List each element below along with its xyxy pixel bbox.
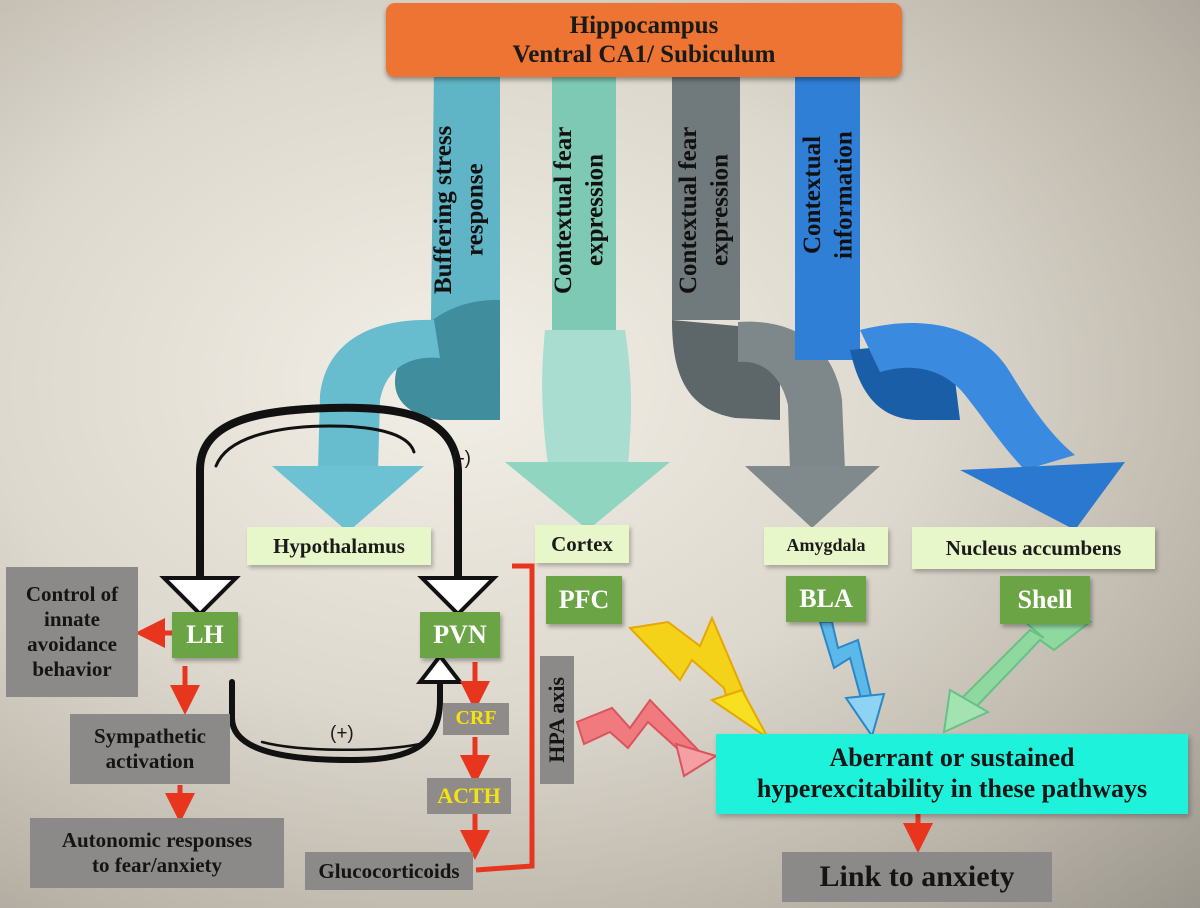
hpa-bracket [475, 563, 535, 873]
positive-feedback-label: (+) [330, 723, 354, 744]
nucleus-accumbens-box: Nucleus accumbens [912, 527, 1155, 569]
pathway-buffering-ribbon [272, 70, 500, 532]
hippocampus-box: Hippocampus Ventral CA1/ Subiculum [386, 3, 902, 77]
hypothalamus-box: Hypothalamus [247, 527, 431, 565]
negative-feedback-label: (-) [452, 448, 471, 469]
shell-box: Shell [1000, 576, 1090, 624]
control-avoidance-box: Control of innate avoidance behavior [6, 567, 138, 697]
hippocampus-subtitle: Ventral CA1/ Subiculum [512, 41, 776, 68]
pvn-box: PVN [420, 612, 500, 658]
pathway-contextual-fear-amygdala-ribbon [672, 70, 880, 528]
bla-zigzag-arrow [818, 621, 886, 739]
negative-feedback-loop [196, 403, 462, 584]
sympathetic-activation-box: Sympathetic activation [70, 714, 230, 784]
lh-box: LH [172, 612, 238, 658]
loop-arrowheads [159, 576, 499, 684]
hpa-axis-label: HPA axis [540, 656, 574, 784]
autonomic-responses-label: Autonomic responses to fear/anxiety [61, 828, 253, 877]
hpa-zigzag-arrow [575, 698, 719, 778]
aberrant-hyperexcitability-label: Aberrant or sustained hyperexcitability … [756, 743, 1148, 803]
pathway-contextual-fear-cortex-ribbon [505, 70, 670, 530]
cortex-box: Cortex [535, 525, 629, 563]
shell-zigzag-arrow [942, 621, 1093, 734]
pfc-zigzag-arrow [627, 615, 769, 739]
pathway-label-contextual-fear-cortex: Contextual fear expression [550, 126, 609, 294]
link-to-anxiety-box: Link to anxiety [782, 852, 1052, 902]
pfc-box: PFC [546, 576, 622, 624]
pathway-label-contextual-information: Contextual information [799, 131, 858, 259]
aberrant-hyperexcitability-box: Aberrant or sustained hyperexcitability … [716, 734, 1188, 814]
crf-box: CRF [443, 703, 509, 735]
sympathetic-activation-label: Sympathetic activation [94, 724, 206, 773]
glucocorticoids-box: Glucocorticoids [305, 852, 473, 890]
hippocampus-title: Hippocampus [569, 11, 719, 39]
pathway-label-buffering: Buffering stress response [430, 125, 489, 295]
control-avoidance-label: Control of innate avoidance behavior [25, 582, 119, 681]
autonomic-responses-box: Autonomic responses to fear/anxiety [30, 818, 284, 888]
bla-box: BLA [786, 576, 866, 622]
acth-box: ACTH [427, 778, 511, 814]
pathway-label-contextual-fear-amygdala: Contextual fear expression [675, 126, 734, 294]
red-arrows [135, 618, 933, 860]
positive-feedback-loop [229, 679, 443, 764]
amygdala-box: Amygdala [764, 527, 888, 565]
pathway-contextual-information-ribbon [795, 70, 1125, 530]
